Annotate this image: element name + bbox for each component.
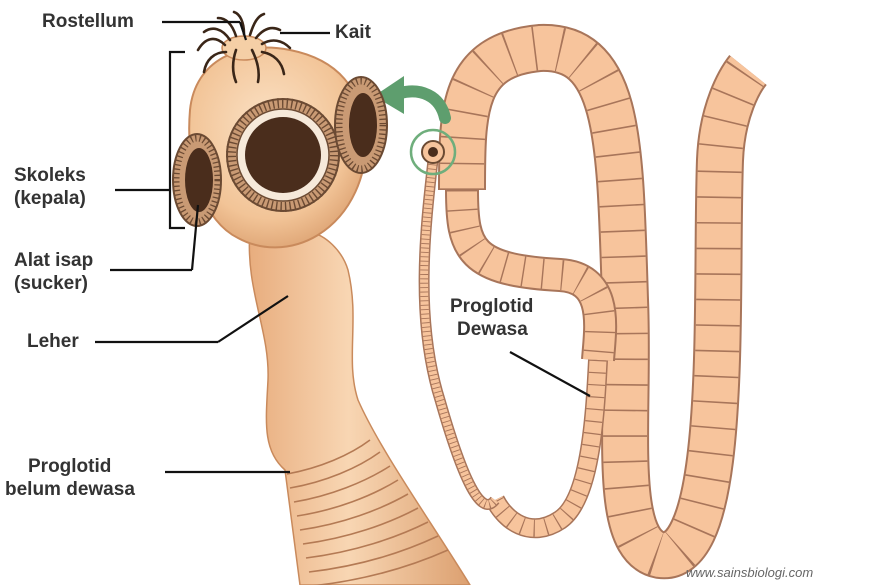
watermark: www.sainsbiologi.com <box>686 565 813 580</box>
label-sucker: (sucker) <box>14 273 88 295</box>
sucker-front <box>227 99 339 211</box>
label-belum-dewasa: belum dewasa <box>5 479 135 501</box>
label-rostellum: Rostellum <box>42 11 134 33</box>
label-proglotid-dewasa: Proglotid <box>450 296 533 318</box>
label-kait: Kait <box>335 22 371 44</box>
label-alat-isap: Alat isap <box>14 250 93 272</box>
label-proglotid-belum: Proglotid <box>28 456 111 478</box>
label-dewasa: Dewasa <box>457 319 528 341</box>
label-leher: Leher <box>27 331 79 353</box>
label-skoleks: Skoleks <box>14 165 86 187</box>
sucker-right <box>335 77 387 173</box>
label-kepala: (kepala) <box>14 188 86 210</box>
